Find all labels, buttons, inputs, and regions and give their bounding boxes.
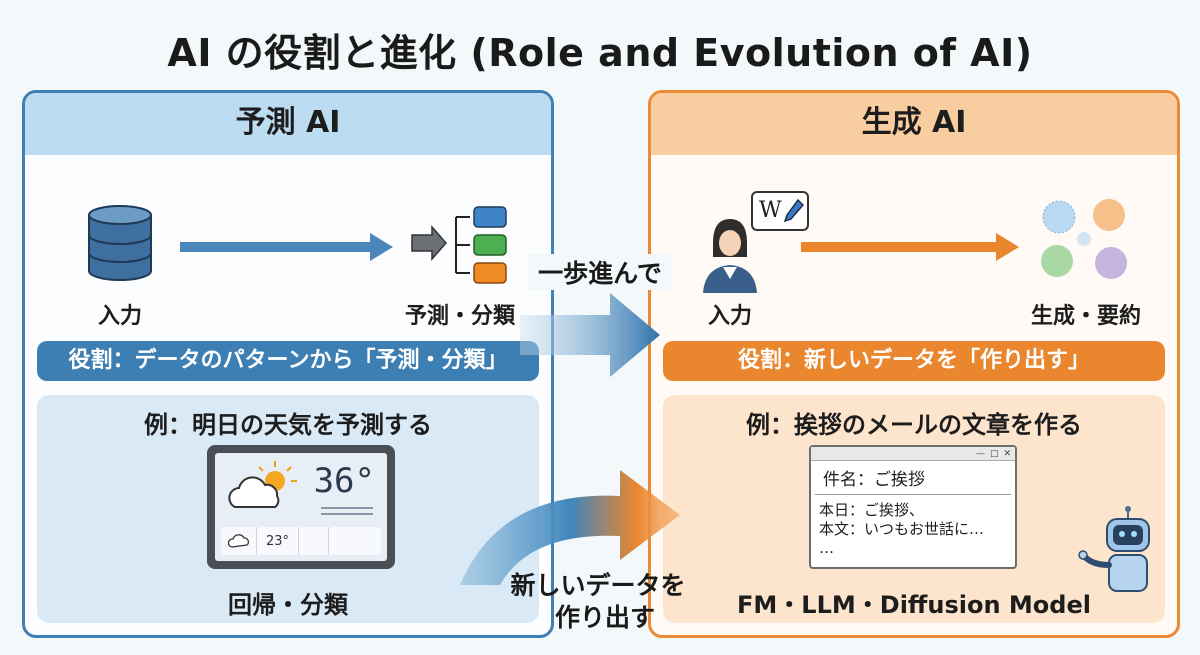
forecast-temp-cell: 23° <box>257 527 299 555</box>
email-subject: 件名：ご挨拶 <box>815 461 1011 495</box>
predictive-example-title: 例：明日の天気を予測する <box>144 411 432 439</box>
word-badge: W <box>759 198 782 223</box>
generated-content-icon <box>1041 199 1127 279</box>
email-window-titlebar: — □ ✕ <box>811 447 1015 461</box>
forecast-empty-cell <box>329 527 359 555</box>
minimize-icon: — <box>975 448 985 459</box>
forecast-cloud-cell <box>221 527 257 555</box>
predictive-example-box: 例：明日の天気を予測する 36° 23° <box>37 395 539 623</box>
predictive-input-label: 入力 <box>97 304 142 329</box>
weather-detail-lines <box>321 507 373 519</box>
email-line: 本文：いつもお世話に… <box>819 520 985 538</box>
generative-ai-panel: 生成 AI W 入力 生成・要約 役割：新しいデータを「作り出す」 例：挨拶のメ… <box>648 90 1180 638</box>
weather-tablet: 36° 23° <box>207 445 395 569</box>
generative-example-title: 例：挨拶のメールの文章を作る <box>746 411 1082 439</box>
predictive-role-bar: 役割：データのパターンから「予測・分類」 <box>37 341 539 381</box>
generative-role-bar: 役割：新しいデータを「作り出す」 <box>663 341 1165 381</box>
evolution-label: 一歩進んで <box>528 254 672 290</box>
create-data-label-line1: 新しいデータを <box>510 571 686 600</box>
maximize-icon: □ <box>989 448 999 459</box>
classification-output-icon <box>411 206 507 284</box>
page-title: AI の役割と進化 (Role and Evolution of AI) <box>167 31 1033 75</box>
robot-icon <box>1078 506 1150 592</box>
predictive-flow-arrow <box>180 233 393 261</box>
generative-footer: FM・LLM・Diffusion Model <box>737 591 1091 619</box>
weather-forecast-strip: 23° <box>221 527 381 555</box>
close-icon: ✕ <box>1003 448 1011 459</box>
sun-cloud-icon <box>228 461 297 508</box>
email-line: 本日：ご挨拶、 <box>819 501 925 519</box>
weather-screen: 36° 23° <box>215 453 387 561</box>
predictive-ai-panel: 予測 AI 入力 予測・分類 役割：データのパターンから「予測・分類」 例：明日… <box>22 90 554 638</box>
email-window: — □ ✕ 件名：ご挨拶 本日：ご挨拶、 本文：いつもお世話に… … <box>809 445 1017 569</box>
predictive-ai-header: 予測 AI <box>25 93 551 155</box>
cloud-icon <box>227 534 249 548</box>
generative-input-label: 入力 <box>707 304 752 329</box>
weather-temperature: 36° <box>313 461 375 501</box>
document-speech-bubble: W <box>751 191 809 231</box>
email-line: … <box>819 539 834 557</box>
generative-output-label: 生成・要約 <box>1030 304 1141 329</box>
forecast-empty-cell <box>299 527 329 555</box>
generative-ai-header: 生成 AI <box>651 93 1177 155</box>
create-data-arrow <box>460 470 680 585</box>
person-icon <box>703 219 757 293</box>
predictive-output-label: 予測・分類 <box>404 304 515 329</box>
create-data-label-line2: 作り出す <box>554 603 655 632</box>
pen-icon <box>784 198 804 223</box>
generative-flow-arrow <box>801 233 1019 261</box>
database-icon <box>88 205 152 281</box>
evolution-arrow <box>520 293 660 377</box>
email-body: 本日：ご挨拶、 本文：いつもお世話に… … <box>811 495 1015 558</box>
predictive-footer: 回帰・分類 <box>228 591 348 619</box>
generative-example-box: 例：挨拶のメールの文章を作る — □ ✕ 件名：ご挨拶 本日：ご挨拶、 本文：い… <box>663 395 1165 623</box>
